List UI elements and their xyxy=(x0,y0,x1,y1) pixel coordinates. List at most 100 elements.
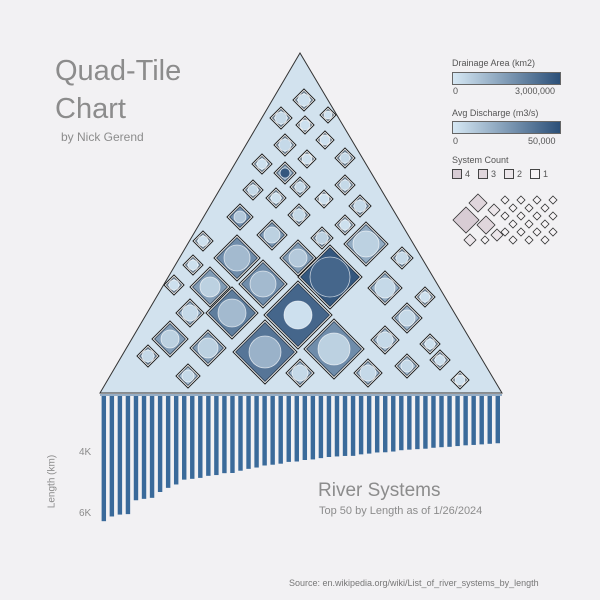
count-1-label: 1 xyxy=(543,169,549,179)
river-tile xyxy=(163,274,185,296)
count-4-box xyxy=(452,169,462,179)
length-bar xyxy=(262,396,267,466)
length-bar xyxy=(358,396,364,455)
river-tile xyxy=(213,234,261,282)
length-bar xyxy=(334,396,340,457)
length-bar xyxy=(471,396,476,445)
system-count-title: System Count xyxy=(452,155,509,165)
discharge-max: 50,000 xyxy=(528,136,556,146)
length-bar xyxy=(399,396,404,451)
river-tile xyxy=(295,115,315,135)
count-swatch xyxy=(476,215,496,235)
length-bar xyxy=(479,396,484,445)
length-bar xyxy=(415,396,420,450)
count-swatch xyxy=(516,211,526,221)
count-swatch xyxy=(452,206,480,234)
river-tile xyxy=(292,88,316,112)
river-tile xyxy=(391,302,423,334)
count-swatch xyxy=(532,227,542,237)
count-swatch xyxy=(548,227,558,237)
length-bar xyxy=(238,396,243,471)
count-swatch xyxy=(532,195,542,205)
subtitle-detail: Top 50 by Length as of 1/26/2024 xyxy=(319,505,483,517)
count-swatch xyxy=(540,235,550,245)
count-swatch xyxy=(508,235,518,245)
river-tile xyxy=(265,187,287,209)
source-note: Source: en.wikipedia.org/wiki/List_of_ri… xyxy=(289,578,539,588)
length-bar xyxy=(190,396,195,479)
length-bar xyxy=(310,396,316,460)
river-tile xyxy=(319,106,337,124)
river-tile xyxy=(136,344,160,368)
count-swatch xyxy=(548,211,558,221)
river-tile xyxy=(189,266,231,308)
length-bar xyxy=(286,396,291,462)
length-bar xyxy=(117,396,123,515)
river-tile xyxy=(370,325,400,355)
count-swatch xyxy=(548,195,558,205)
length-bar xyxy=(246,396,251,469)
count-3-box xyxy=(478,169,489,179)
length-bar xyxy=(366,396,372,454)
drainage-max: 3,000,000 xyxy=(515,86,556,96)
river-tile xyxy=(189,329,227,367)
river-tile xyxy=(297,244,363,310)
river-tile xyxy=(175,298,205,328)
count-3-label: 3 xyxy=(491,169,497,179)
chart-title: Quad-Tile Chart xyxy=(55,55,182,125)
length-bar xyxy=(198,396,203,478)
river-tile xyxy=(348,194,372,218)
river-tile xyxy=(287,203,311,227)
drainage-gradient xyxy=(452,72,561,85)
length-bar xyxy=(230,396,235,473)
count-swatch xyxy=(480,235,490,245)
y-axis-label: Length (km) xyxy=(46,454,58,509)
river-tile xyxy=(419,333,441,355)
length-bar xyxy=(141,396,147,499)
river-tile xyxy=(310,226,334,250)
count-swatch xyxy=(532,211,542,221)
discharge-gradient xyxy=(452,121,561,134)
count-swatch xyxy=(516,195,526,205)
count-swatch xyxy=(524,235,534,245)
river-tile xyxy=(303,318,365,380)
length-bar xyxy=(149,396,155,498)
length-bar xyxy=(222,396,227,474)
count-swatch xyxy=(487,203,501,217)
length-bar xyxy=(125,396,131,515)
river-tile xyxy=(450,370,470,390)
length-bar xyxy=(487,396,492,444)
length-bar xyxy=(318,396,324,459)
length-bar xyxy=(423,396,428,449)
river-tile xyxy=(226,203,254,231)
system-count-legend: 4 3 2 1 xyxy=(452,169,548,179)
count-4-label: 4 xyxy=(465,169,471,179)
river-tile xyxy=(256,219,288,251)
length-bar xyxy=(350,396,356,456)
count-3-item: 3 xyxy=(478,169,496,179)
length-bar xyxy=(302,396,308,460)
count-swatch xyxy=(500,227,510,237)
length-bar xyxy=(133,396,139,501)
river-tile xyxy=(182,254,204,276)
count-swatch xyxy=(490,228,504,242)
length-bar xyxy=(270,396,275,465)
count-swatch xyxy=(540,203,550,213)
river-tile xyxy=(273,133,297,157)
y-tick-4k: 4K xyxy=(79,447,92,458)
discharge-min: 0 xyxy=(453,136,459,146)
river-tile xyxy=(192,230,214,252)
count-2-box xyxy=(504,169,515,179)
y-tick-6k: 6K xyxy=(79,508,92,519)
length-bar xyxy=(407,396,412,450)
length-bar xyxy=(206,396,211,476)
river-tile xyxy=(175,363,201,389)
river-tile xyxy=(390,246,414,270)
river-tile xyxy=(238,259,288,309)
count-swatch xyxy=(524,203,534,213)
river-tile xyxy=(289,176,311,198)
length-bar xyxy=(157,396,163,492)
river-tile xyxy=(279,239,317,277)
length-bar xyxy=(101,396,107,522)
